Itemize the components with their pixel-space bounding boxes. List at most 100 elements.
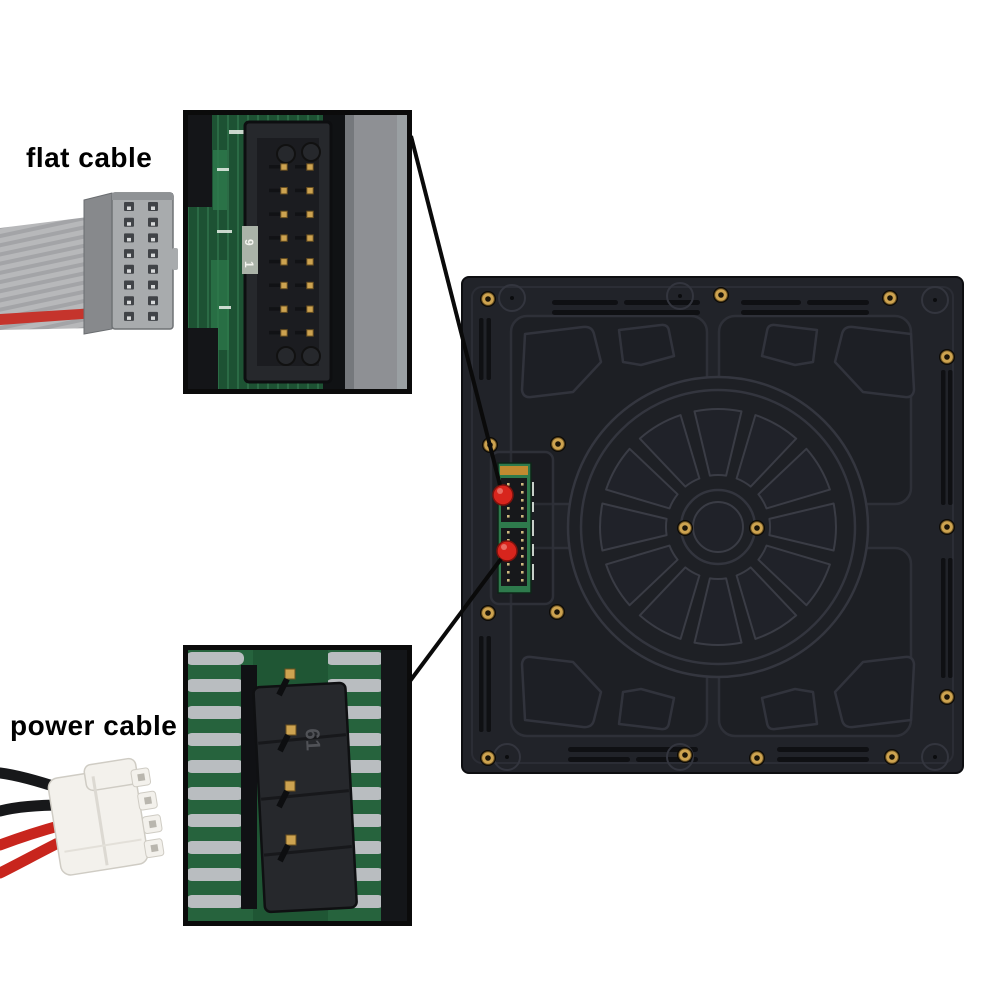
socket-hole (124, 233, 134, 243)
connector-pin (280, 281, 288, 290)
pin-number-notch (242, 226, 258, 274)
fan-blades (599, 408, 837, 646)
socket-hole (148, 217, 158, 227)
header-peg (276, 144, 296, 164)
idc-connector-face (111, 192, 174, 330)
power-header: 61 (252, 681, 358, 914)
connector-pin (306, 210, 314, 219)
screw-insert (939, 689, 955, 705)
flat-cable-photo (0, 192, 178, 335)
fan-blade (693, 408, 743, 477)
pcb-pin (521, 579, 524, 582)
connector-pin (280, 258, 288, 266)
connector-pin (306, 305, 314, 313)
molded-boss (921, 286, 949, 314)
hub (692, 501, 744, 553)
pcb-pin (507, 579, 510, 582)
panel-gap-shadow (381, 650, 407, 921)
housing-teeth (130, 767, 165, 859)
fan-blade (768, 502, 837, 552)
fan-blade (605, 447, 679, 510)
connector-pin (285, 834, 297, 846)
flat-cable-marker-dot (492, 484, 514, 506)
screw-insert (549, 604, 565, 620)
idc-socket-holes (124, 202, 158, 321)
screw-insert (939, 519, 955, 535)
ribbon-cable (0, 216, 96, 330)
fan-blade (638, 566, 701, 640)
screw-insert (677, 747, 693, 763)
fan-blade (735, 414, 798, 488)
idc-connector-ledge (112, 193, 173, 200)
screw-insert (884, 749, 900, 765)
hub-pcb-area (489, 450, 555, 606)
molded-boss (921, 743, 949, 771)
panel-edge (345, 115, 407, 389)
housing-groove (64, 838, 142, 853)
power-cable-photo (0, 757, 165, 879)
connector-pin (280, 234, 288, 242)
pcb-pin (507, 571, 510, 574)
header-peg (301, 346, 321, 366)
connector-pin (306, 234, 314, 242)
pcb-pin (507, 563, 510, 566)
screw-insert (749, 750, 765, 766)
red-wire (0, 835, 68, 879)
led-module-back-panel (461, 276, 964, 774)
molded-bosses (493, 282, 949, 771)
connector-pin (306, 258, 314, 266)
pin-number-1: 1 (242, 261, 256, 268)
black-component (188, 115, 212, 207)
connector-pin (280, 163, 288, 171)
flat-connector-inset: 9 1 (183, 110, 412, 394)
socket-hole (148, 233, 158, 243)
screw-insert (482, 437, 498, 453)
pcb-pin (521, 491, 524, 494)
pcb-pin (507, 539, 510, 542)
header-peg (276, 346, 296, 366)
connector-pin (306, 187, 314, 195)
fan-inner-ring (579, 388, 857, 666)
power-connector-inset: 61 (183, 645, 412, 926)
connector-pin (280, 210, 288, 219)
pcb-pin (507, 507, 510, 510)
connector-pin (284, 780, 296, 792)
fan-blade (757, 447, 831, 510)
molded-boss (666, 282, 694, 310)
header-pins (269, 163, 314, 337)
pcb-pin (507, 483, 510, 486)
connector-pin (306, 281, 314, 290)
idc-connector-side (83, 192, 113, 335)
power-header-pins (276, 668, 297, 863)
pcb-silkscreen-text (532, 482, 534, 580)
power-cable-marker-dot (496, 540, 518, 562)
fan-blade (605, 544, 679, 607)
ribbon-red-stripe (0, 308, 96, 325)
pcb-pin (521, 555, 524, 558)
screw-insert (677, 520, 693, 536)
fan-blade (693, 577, 743, 646)
connector-pin (285, 724, 297, 736)
fan-blade (757, 544, 831, 607)
socket-hole (148, 264, 158, 274)
screw-insert (480, 605, 496, 621)
connector-pin (306, 329, 314, 337)
power-connector-housing (47, 757, 165, 876)
connector-pin (284, 668, 296, 680)
black-bar (241, 665, 257, 909)
pcb-pin (521, 515, 524, 518)
screw-insert (749, 520, 765, 536)
connector-pin (306, 163, 314, 171)
connector-marking: 61 (301, 728, 324, 751)
pin-number-9: 9 (242, 239, 256, 246)
screw-insert (713, 287, 729, 303)
screw-insert (480, 750, 496, 766)
flat-cable-label: flat cable (26, 142, 153, 173)
fan-blade (599, 502, 668, 552)
fan-pattern (566, 375, 870, 679)
header-peg (301, 142, 321, 162)
screw-insert (480, 291, 496, 307)
housing-groove (91, 776, 109, 866)
edge-connector-pad (500, 466, 528, 475)
